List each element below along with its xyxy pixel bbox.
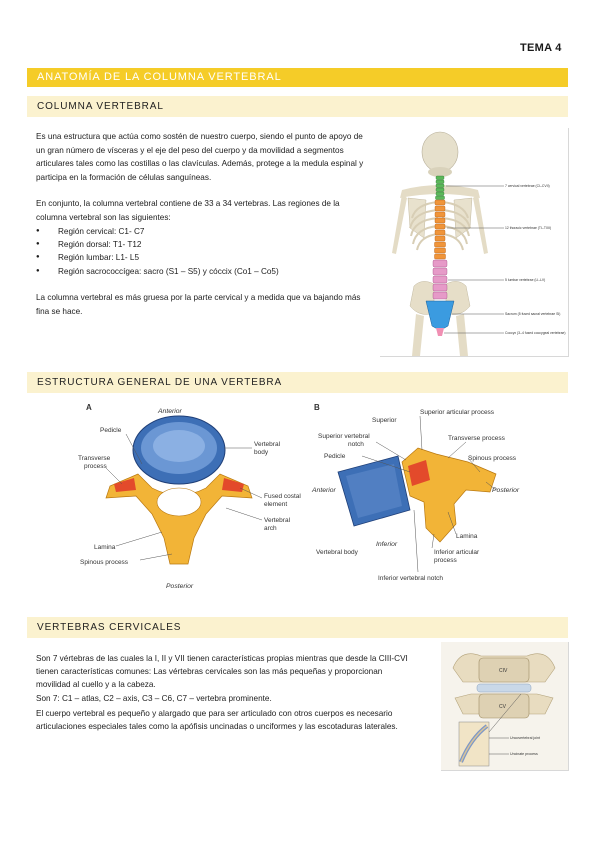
fig-a-arch-2: arch xyxy=(264,525,277,532)
spine-figure: 7 cervical vertebrae (CI–CVII) 12 thorac… xyxy=(380,128,569,357)
fig-b-vertebral-body: Vertebral body xyxy=(316,549,359,556)
fig-a-fused-2: element xyxy=(264,501,287,508)
section1-paragraph-3: La columna vertebral es más gruesa por l… xyxy=(36,293,361,316)
list-item: Región cervical: C1- C7 xyxy=(36,225,371,239)
fig-a-process: process xyxy=(84,463,108,470)
fig-a-lamina: Lamina xyxy=(94,544,116,551)
section3-paragraph-1: Son 7 vértebras de las cuales la I, II y… xyxy=(36,654,408,690)
fig-b-spinous: Spinous process xyxy=(468,455,517,462)
fig-b-superior-notch-2: notch xyxy=(348,441,364,448)
fig-b-inferior: Inferior xyxy=(376,541,398,548)
fig-b-superior-notch-1: Superior vertebral xyxy=(318,433,370,440)
fig-b-anterior: Anterior xyxy=(311,487,337,494)
fig-a-pedicle: Pedicle xyxy=(100,427,122,434)
fig-a-body: body xyxy=(254,449,269,456)
vertebra-illustration: A Anterior Pedicle Transverse process Ve… xyxy=(76,398,524,598)
cervical-figure: CIV CV Uncovertebral joint Uncinate proc… xyxy=(441,642,569,771)
label-sacrum: Sacrum (5 fused sacral vertebrae SI) xyxy=(505,312,560,316)
section-title-estructura: ESTRUCTURA GENERAL DE UNA VERTEBRA xyxy=(27,372,568,393)
list-item: Región lumbar: L1- L5 xyxy=(36,251,371,265)
section3-paragraph-3: El cuerpo vertebral es pequeño y alargad… xyxy=(36,708,398,732)
fig-a-spinous: Spinous process xyxy=(80,559,129,566)
fig-b-pedicle: Pedicle xyxy=(324,453,346,460)
fig-b-lamina: Lamina xyxy=(456,533,478,540)
fig-b-superior-articular: Superior articular process xyxy=(420,409,495,416)
tema-label: TEMA 4 xyxy=(520,42,562,54)
section-title-cervicales: VERTEBRAS CERVICALES xyxy=(27,617,568,638)
label-coccyx: Coccyx (3–4 fused coccygeal vertebrae) xyxy=(505,331,566,335)
section3-text: Son 7 vértebras de las cuales la I, II y… xyxy=(36,652,418,733)
list-item: Región dorsal: T1- T12 xyxy=(36,238,371,252)
fig-a-transverse: Transverse xyxy=(78,455,111,462)
cervical-illustration: CIV CV Uncovertebral joint Uncinate proc… xyxy=(441,642,568,770)
label-uncovertebral-joint: Uncovertebral joint xyxy=(510,736,540,740)
label-thoracic: 12 thoracic vertebrae (TI–TXII) xyxy=(505,226,551,230)
fig-b-letter: B xyxy=(314,403,320,412)
section1-paragraph-1: Es una estructura que actúa como sostén … xyxy=(36,132,364,182)
label-c5: CV xyxy=(499,704,507,710)
fig-b-posterior: Posterior xyxy=(492,487,520,494)
label-c4: CIV xyxy=(499,668,508,674)
fig-a-anterior: Anterior xyxy=(157,408,183,415)
section-title-columna: COLUMNA VERTEBRAL xyxy=(27,96,568,117)
fig-b-inferior-notch: Inferior vertebral notch xyxy=(378,575,443,582)
section1-paragraph-2: En conjunto, la columna vertebral contie… xyxy=(36,199,340,222)
label-cervical: 7 cervical vertebrae (CI–CVII) xyxy=(505,184,550,188)
fig-a-posterior: Posterior xyxy=(166,583,194,590)
fig-a-fused-1: Fused costal xyxy=(264,493,301,500)
regions-list: Región cervical: C1- C7 Región dorsal: T… xyxy=(36,225,371,279)
fig-b-inferior-articular-2: process xyxy=(434,557,458,564)
fig-b-inferior-articular-1: Inferior articular xyxy=(434,549,480,556)
fig-a-arch-1: Vertebral xyxy=(264,517,291,524)
fig-a-vertebral: Vertebral xyxy=(254,441,281,448)
main-title-bar: ANATOMÍA DE LA COLUMNA VERTEBRAL xyxy=(27,68,568,87)
list-item: Región sacrococcígea: sacro (S1 – S5) y … xyxy=(36,265,371,279)
label-lumbar: 5 lumbar vertebrae (LI–LV) xyxy=(505,278,545,282)
label-uncinate-process: Uncinate process xyxy=(510,752,538,756)
fig-a-letter: A xyxy=(86,403,92,412)
vertebra-figure: A Anterior Pedicle Transverse process Ve… xyxy=(76,398,524,598)
section1-text: Es una estructura que actúa como sostén … xyxy=(36,130,371,318)
fig-b-superior: Superior xyxy=(372,417,397,424)
fig-b-transverse: Transverse process xyxy=(448,435,506,442)
section3-paragraph-2: Son 7: C1 – atlas, C2 – axis, C3 – C6, C… xyxy=(36,693,272,703)
spine-illustration: 7 cervical vertebrae (CI–CVII) 12 thorac… xyxy=(392,131,566,356)
